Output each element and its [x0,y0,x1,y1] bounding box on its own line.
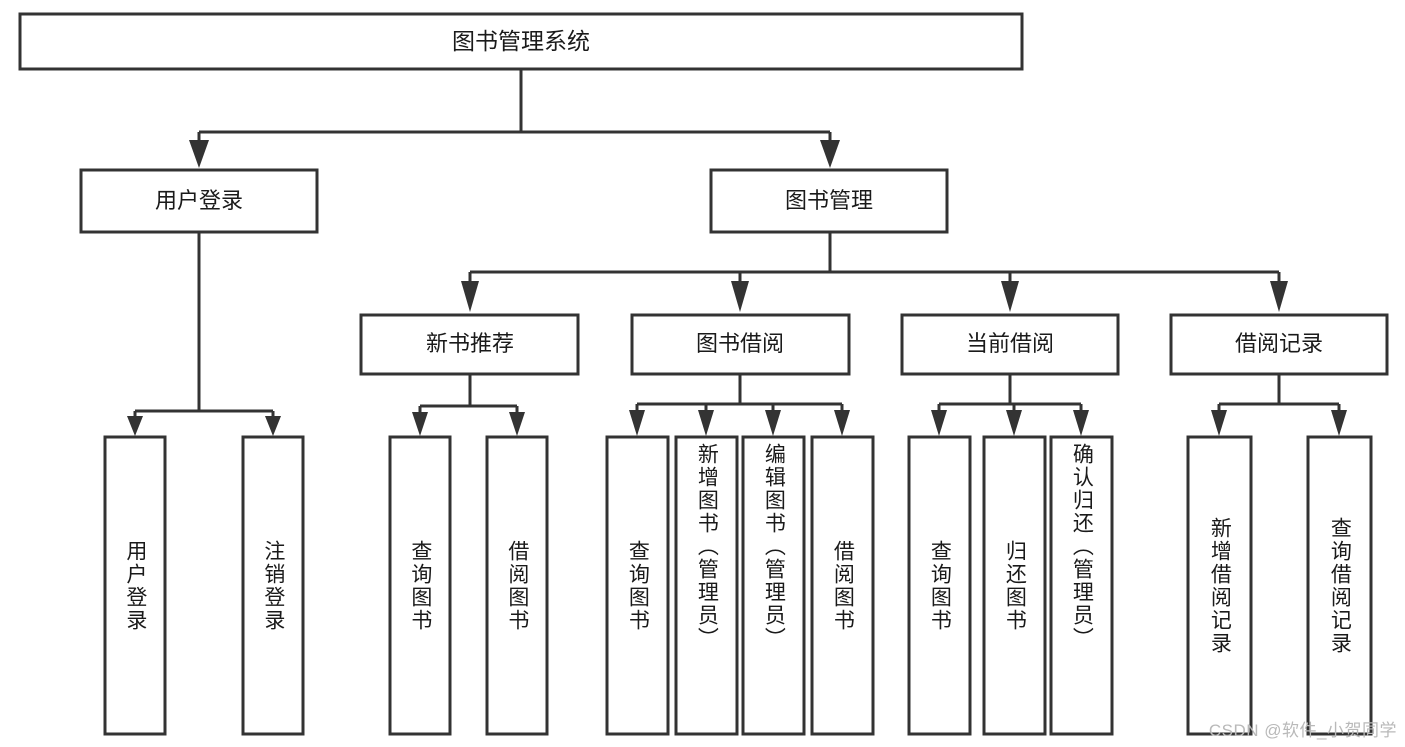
leaf-box-query-borrow-record[interactable] [1306,435,1373,736]
node-borrow-record[interactable]: 借阅记录 [1169,313,1389,376]
arrow-head-bb-leaf-4 [834,410,850,436]
leaf-box-group [103,435,1373,736]
node-current-borrow[interactable]: 当前借阅 [900,313,1120,376]
node-borrow-record-box[interactable] [1169,313,1389,376]
arrow-head-br-leaf-2 [1331,410,1347,436]
connector-group-new-book-rec [412,374,525,436]
leaf-box-query-book-nbr[interactable] [388,435,452,736]
node-user-login[interactable]: 用户登录 [79,168,319,234]
csdn-watermark: CSDN @软件_小贺同学 [1208,721,1397,740]
node-current-borrow-label: 当前借阅 [966,331,1054,356]
leaf-box-query-book-cb[interactable] [907,435,972,736]
node-new-book-recommend[interactable]: 新书推荐 [359,313,580,376]
node-book-manage-label: 图书管理 [785,188,873,213]
arrow-head-borrow-record [1270,281,1288,312]
arrow-head-current-borrow [1001,281,1019,312]
arrow-head-leaf-user-login [127,416,143,436]
node-book-borrow-box[interactable] [630,313,851,376]
node-root-system-label: 图书管理系统 [452,28,590,54]
leaf-box-borrow-book-nbr[interactable] [485,435,549,736]
leaf-box-logout[interactable] [241,435,305,736]
arrow-head-cb-leaf-1 [931,410,947,436]
arrow-head-user-login [189,140,209,168]
leaf-box-edit-book-admin[interactable] [741,435,806,736]
arrow-head-br-leaf-1 [1211,410,1227,436]
node-user-login-box[interactable] [79,168,319,234]
node-book-manage[interactable]: 图书管理 [709,168,949,234]
arrow-head-cb-leaf-2 [1006,410,1022,436]
connector-group-borrow-record [1211,374,1347,436]
leaf-box-add-book-admin[interactable] [674,435,739,736]
leaf-box-confirm-return[interactable] [1049,435,1114,736]
arrow-head-bb-leaf-3 [765,410,781,436]
arrow-head-nbr-leaf-1 [412,412,428,436]
leaf-box-return-book[interactable] [982,435,1047,736]
arrow-head-nbr-leaf-2 [509,412,525,436]
node-root-system-box[interactable] [18,12,1024,71]
arrow-head-cb-leaf-3 [1073,410,1089,436]
arrow-head-book-manage [820,140,840,168]
connector-group-root [189,69,840,168]
node-book-manage-box[interactable] [709,168,949,234]
node-root-system[interactable]: 图书管理系统 [18,12,1024,71]
arrow-head-bb-leaf-2 [698,410,714,436]
connector-group-user-login [127,232,281,436]
node-current-borrow-box[interactable] [900,313,1120,376]
connector-group-book-manage [461,232,1288,312]
node-borrow-record-label: 借阅记录 [1235,331,1323,356]
arrow-head-leaf-logout [265,416,281,436]
node-book-borrow-label: 图书借阅 [696,331,784,356]
connector-group-book-borrow [629,374,850,436]
leaf-box-query-book-bb[interactable] [605,435,670,736]
leaf-box-user-login[interactable] [103,435,167,736]
connector-group-current-borrow [931,374,1089,436]
node-user-login-label: 用户登录 [155,188,243,213]
leaf-box-add-borrow-record[interactable] [1186,435,1253,736]
arrow-head-bb-leaf-1 [629,410,645,436]
node-book-borrow[interactable]: 图书借阅 [630,313,851,376]
arrow-head-new-book-rec [461,281,479,312]
node-new-book-recommend-label: 新书推荐 [426,331,514,356]
arrow-head-book-borrow [731,281,749,312]
leaf-box-borrow-book-bb[interactable] [810,435,875,736]
node-new-book-recommend-box[interactable] [359,313,580,376]
